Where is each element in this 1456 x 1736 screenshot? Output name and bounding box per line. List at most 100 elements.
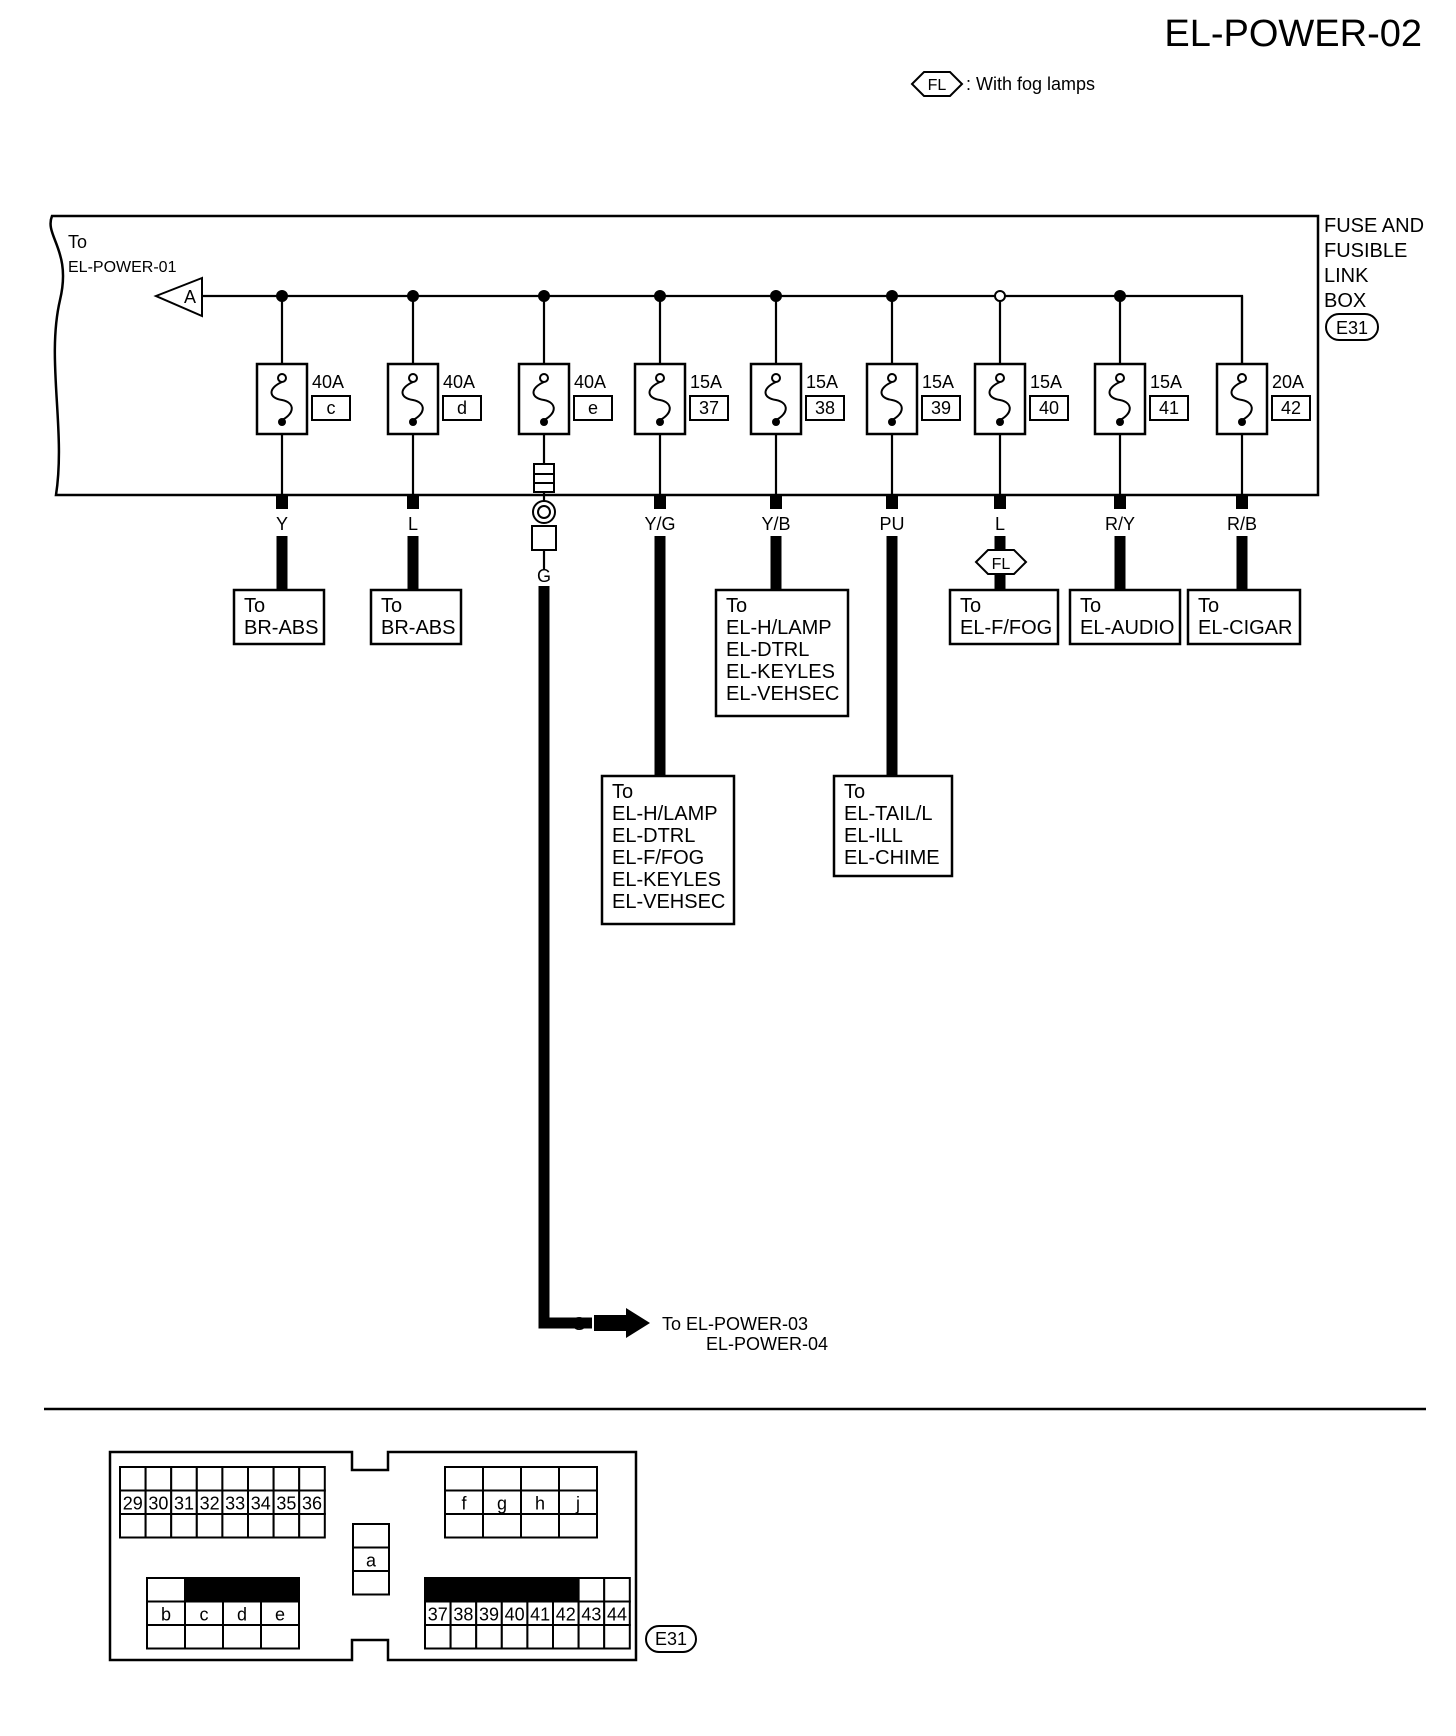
destination-line: EL-DTRL: [726, 639, 809, 661]
destination-box: [948, 588, 1060, 646]
wire-color-label: G: [537, 566, 551, 586]
cavity: [144, 1466, 173, 1492]
cavity: [260, 1624, 300, 1650]
fuse-rating: 15A: [1150, 372, 1182, 392]
legend: FL : With fog lamps: [910, 71, 1095, 97]
legend-fl-symbol-label: FL: [928, 77, 947, 94]
destination-line: To: [726, 595, 747, 617]
destination-line: To: [1198, 595, 1219, 617]
cavity: [298, 1466, 326, 1492]
g-wire-thick: [538, 586, 592, 1329]
cavity-label: e: [275, 1604, 285, 1624]
middle: a: [352, 1523, 390, 1596]
cavity: [170, 1513, 198, 1539]
cavity: [444, 1466, 484, 1492]
fuse-id-box: [805, 395, 845, 421]
cavity: [558, 1513, 598, 1539]
wire-color-label: R/Y: [1105, 514, 1135, 534]
destination-line: To: [612, 781, 633, 803]
fuse-terminal-bottom: [1238, 418, 1246, 426]
g-wire-arrow-icon: [594, 1308, 650, 1338]
fuse-rating: 15A: [1030, 372, 1062, 392]
cavity: [221, 1466, 249, 1492]
fuse-id: 42: [1281, 398, 1301, 418]
ground-block: [531, 525, 557, 551]
cavity-label: j: [575, 1493, 580, 1513]
destination-line: To: [844, 781, 865, 803]
fuse-id-box: [1029, 395, 1069, 421]
connector-label-badge: [645, 1625, 697, 1653]
open-junction-dot: [994, 290, 1006, 302]
destination-line: EL-F/FOG: [960, 617, 1052, 639]
cavity-label: 44: [607, 1604, 627, 1624]
destination-line: EL-VEHSEC: [726, 683, 839, 705]
fuse-box-connector-label: E31: [1336, 318, 1368, 338]
ring-terminal-icon: [532, 500, 556, 524]
cavity: [247, 1466, 275, 1492]
fuse-id-box: [311, 395, 351, 421]
fuse-rating: 40A: [574, 372, 606, 392]
cavity-label: 33: [225, 1493, 245, 1513]
destination-line: EL-ILL: [844, 825, 903, 847]
fuse-terminal-bottom: [888, 418, 896, 426]
fuse-box-connector-badge: [1325, 313, 1379, 341]
cavity-label: 37: [428, 1604, 448, 1624]
fuse-terminal-bottom: [996, 418, 1004, 426]
fuse-terminal-top: [539, 373, 549, 383]
destination-line: EL-KEYLES: [726, 661, 835, 683]
fuse-terminal-top: [408, 373, 418, 383]
wire-color-label: Y/G: [644, 514, 675, 534]
wire-color-label: R/B: [1227, 514, 1257, 534]
fuse-element-icon: [270, 381, 293, 421]
cavity: [352, 1570, 390, 1596]
cavity: [184, 1577, 224, 1603]
fuse-id-box: [442, 395, 482, 421]
junction-dot: [276, 290, 288, 302]
wire-color-label: L: [408, 514, 418, 534]
cavity: [146, 1624, 186, 1650]
cavity-label: 40: [505, 1604, 525, 1624]
fuse-box-name-line-4: BOX: [1324, 290, 1366, 312]
junction-dot: [1114, 290, 1126, 302]
left-ref-symbol: A: [184, 287, 196, 307]
destination-box: [1186, 588, 1302, 646]
fuse-rating: 15A: [690, 372, 722, 392]
cavity-label: d: [237, 1604, 247, 1624]
fuse-id-box: [1149, 395, 1189, 421]
fuse-terminal-top: [771, 373, 781, 383]
fuse-id: 39: [931, 398, 951, 418]
cavity: [577, 1577, 606, 1603]
fusible-link-e-connector: G: [531, 463, 557, 586]
cavity: [482, 1513, 522, 1539]
destination-line: EL-KEYLES: [612, 869, 721, 891]
g-wire-bottom-label: G: [572, 1314, 586, 1334]
cavity: [558, 1466, 598, 1492]
legend-fl-symbol: [910, 71, 964, 97]
cavity: [526, 1624, 555, 1650]
cavity-label: 31: [174, 1493, 194, 1513]
fuse-element-icon: [401, 381, 424, 421]
fog-condition-symbol: [974, 549, 1028, 575]
cavity: [298, 1513, 326, 1539]
cavity-label: 30: [148, 1493, 168, 1513]
wire-terminal: [770, 495, 782, 509]
fuse-terminal-bottom: [772, 418, 780, 426]
destination-line: EL-CHIME: [844, 847, 940, 869]
fuse-terminal-bottom: [540, 418, 548, 426]
cavity: [424, 1624, 452, 1650]
fuse-terminal-bottom: [409, 418, 417, 426]
destination-box: [600, 774, 736, 926]
fuse-terminal-bottom: [278, 418, 286, 426]
fuse-rating: 40A: [312, 372, 344, 392]
fuse-terminal-top: [1115, 373, 1125, 383]
fuse-terminal-top: [655, 373, 665, 383]
